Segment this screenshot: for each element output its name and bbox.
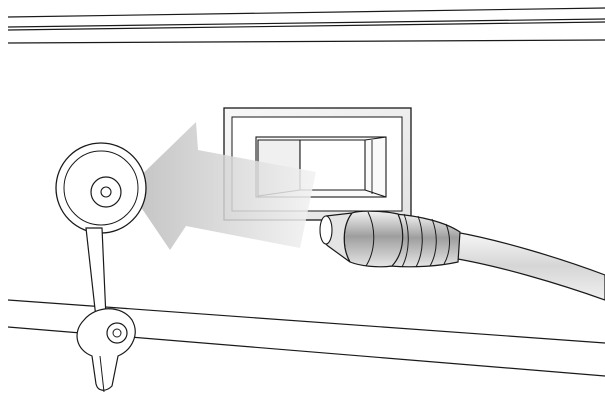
device-top-edge: [7, 7, 605, 44]
cover-anchor: [76, 308, 136, 391]
insert-direction-arrow: [128, 122, 316, 250]
cover-tether: [85, 227, 107, 319]
dc-power-plug: [319, 210, 605, 301]
power-cable: [451, 231, 605, 301]
jack-pin: [100, 186, 112, 198]
dc-jack-port: [55, 142, 147, 393]
